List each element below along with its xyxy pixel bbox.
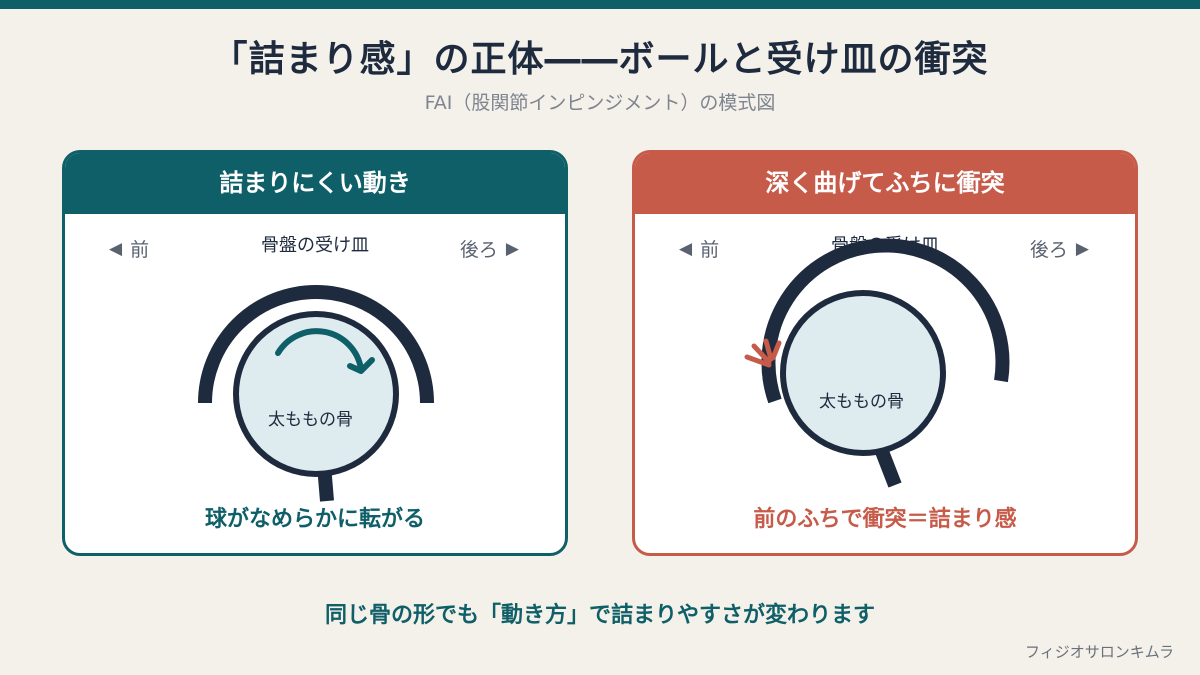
femoral-head <box>780 290 946 456</box>
front-label: 前 <box>700 239 720 261</box>
ball-label: 太ももの骨 <box>819 392 904 412</box>
rotation-arrow-icon <box>275 328 375 374</box>
back-label: 後ろ <box>1029 239 1068 261</box>
hip-diagram-smooth <box>198 285 434 502</box>
panel-caption: 球がなめらかに転がる <box>204 507 425 532</box>
panel-caption: 前のふちで衝突＝詰まり感 <box>753 507 1017 532</box>
panel-deep-flexion-impact: 深く曲げてふちに衝突 ◀ 前 骨盤の受け皿 後ろ ▶ 太ももの骨 前のふちで衝突… <box>632 150 1138 556</box>
front-label: 前 <box>130 239 150 261</box>
cup-label: 骨盤の受け皿 <box>261 235 369 256</box>
back-label: 後ろ <box>459 239 498 261</box>
hip-diagram-impact <box>744 238 1010 488</box>
direction-front: ◀ 前 <box>109 235 149 262</box>
page-subtitle: FAI（股関節インピンジメント）の模式図 <box>424 92 776 114</box>
top-accent-bar <box>0 0 1200 9</box>
arrow-right-icon: ▶ <box>1075 238 1089 259</box>
panel-header: 詰まりにくい動き <box>65 153 565 214</box>
bottom-message: 同じ骨の形でも「動き方」で詰まりやすさが変わります <box>324 603 875 628</box>
direction-back: 後ろ ▶ <box>1030 235 1089 262</box>
ball-label: 太ももの骨 <box>268 410 353 430</box>
arrow-right-icon: ▶ <box>505 238 519 259</box>
direction-back: 後ろ ▶ <box>460 235 519 262</box>
page-title: 「詰まり感」の正体――ボールと受け皿の衝突 <box>211 39 989 80</box>
impact-burst-icon <box>744 338 782 368</box>
panel-header: 深く曲げてふちに衝突 <box>635 153 1135 214</box>
panel-smooth-motion: 詰まりにくい動き ◀ 前 骨盤の受け皿 後ろ ▶ 太ももの骨 球がなめらかに転が… <box>62 150 568 556</box>
femoral-head <box>233 311 399 477</box>
acetabulum-cup <box>198 285 434 404</box>
credit-text: フィジオサロンキムラ <box>1025 643 1174 661</box>
arrow-left-icon: ◀ <box>679 238 693 259</box>
cup-label: 骨盤の受け皿 <box>831 235 939 256</box>
direction-front: ◀ 前 <box>679 235 719 262</box>
acetabulum-cup <box>761 238 1010 404</box>
femur-neck <box>874 446 902 488</box>
arrow-left-icon: ◀ <box>109 238 123 259</box>
